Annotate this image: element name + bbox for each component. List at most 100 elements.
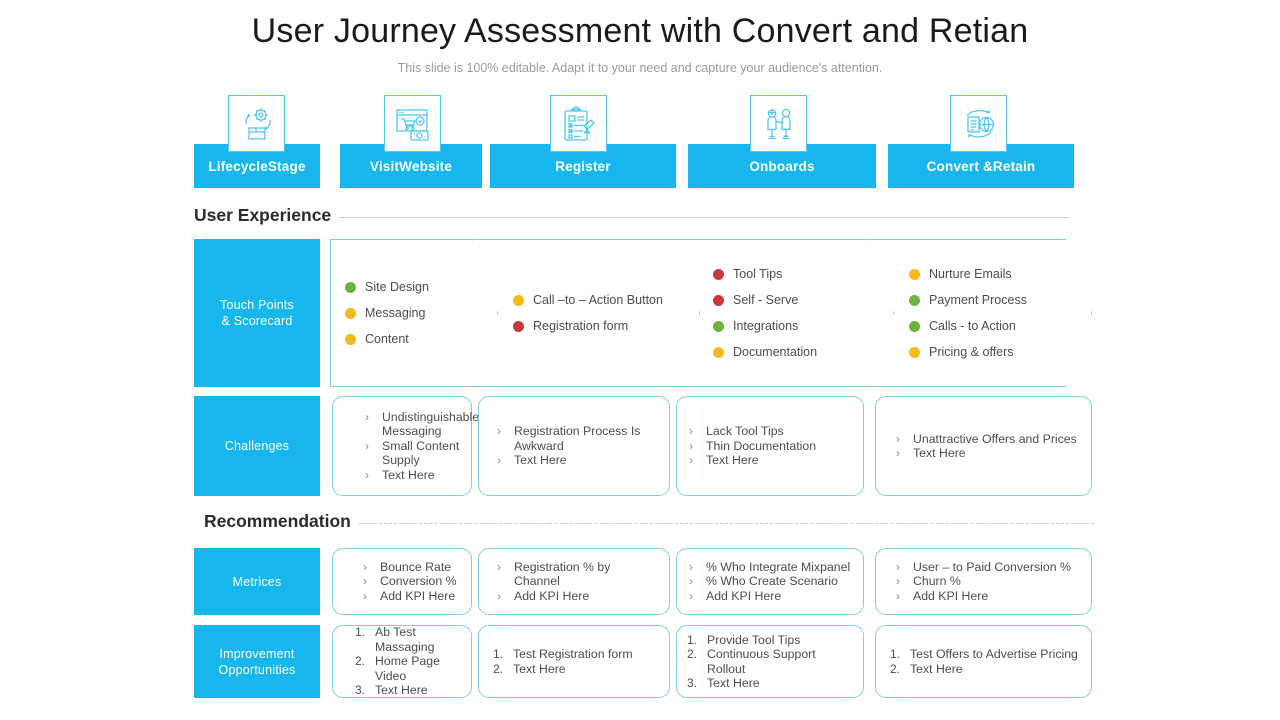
- two-people-onboarding-icon: [750, 95, 807, 152]
- touchpoint-label: Payment Process: [929, 293, 1027, 307]
- chevron-bullet-icon: ›: [689, 453, 693, 468]
- list-item-label: Registration % by Channel: [514, 559, 611, 589]
- metrices-cell[interactable]: ›Bounce Rate›Conversion %›Add KPI Here: [332, 548, 472, 615]
- metrices-cell[interactable]: ›% Who Integrate Mixpanel›% Who Create S…: [676, 548, 864, 615]
- list-item: ›Text Here: [894, 446, 1081, 461]
- list-item: › Bounce Rate: [361, 560, 461, 575]
- list-item-label: Ab Test Massaging: [375, 625, 435, 654]
- challenges-cell[interactable]: ›Undistinguishable Messaging›Small Conte…: [332, 396, 479, 496]
- list-item-label: Add KPI Here: [913, 588, 989, 603]
- row-label-line: Improvement: [219, 646, 295, 661]
- challenges-cells: ›Undistinguishable Messaging›Small Conte…: [330, 396, 1092, 496]
- stage-3[interactable]: Register: [490, 95, 676, 190]
- chevron-bullet-icon: ›: [363, 588, 367, 603]
- list-item-label: Home Page Video: [375, 654, 440, 683]
- list-item: ›User – to Paid Conversion %: [894, 560, 1081, 575]
- chevron-bullet-icon: ›: [689, 559, 693, 574]
- list-item-label: Text Here: [910, 661, 963, 676]
- list-item: ›Add KPI Here: [687, 589, 853, 604]
- list-item: ›Lack Tool Tips: [687, 424, 853, 439]
- touchpoint-item: Registration form: [513, 319, 699, 333]
- list-item: ›Churn %: [894, 574, 1081, 589]
- page-title: User Journey Assessment with Convert and…: [251, 12, 1029, 50]
- row-label-line: Touch Points: [220, 298, 294, 312]
- chevron-bullet-icon: ›: [365, 467, 369, 482]
- touchpoint-label: Tool Tips: [733, 267, 783, 281]
- touchpoint-item: Messaging: [345, 306, 497, 320]
- lifecycle-gear-box-icon: [228, 95, 285, 152]
- list-item: ›Text Here: [363, 468, 461, 483]
- list-item: ›Thin Documentation: [687, 439, 853, 454]
- metrices-cell[interactable]: ›Registration % by Channel›Add KPI Here: [478, 548, 670, 615]
- list-item-label: Text Here: [706, 453, 759, 468]
- status-dot-amber: [345, 308, 356, 319]
- ordered-marker: 2.: [355, 654, 366, 669]
- list-item: › Text Here: [687, 453, 853, 468]
- list-item: ›Undistinguishable Messaging: [363, 410, 479, 439]
- ordered-marker: 1.: [355, 625, 366, 640]
- stage-5[interactable]: Convert &Retain: [888, 95, 1074, 190]
- list-item-label: Test Offers to Advertise Pricing: [910, 647, 1078, 661]
- list-item-label: Conversion %: [380, 574, 457, 589]
- list-item: 2. Text Here: [888, 662, 1081, 677]
- list-item-label: Text Here: [513, 661, 566, 676]
- chevron-bullet-icon: ›: [497, 453, 501, 468]
- status-dot-green: [909, 295, 920, 306]
- challenges-cell[interactable]: ›Registration Process Is Awkward› Text He…: [478, 396, 670, 496]
- chevron-bullet-icon: ›: [896, 559, 900, 574]
- touchpoint-label: Call –to – Action Button: [533, 293, 663, 307]
- list-item-label: Text Here: [707, 676, 760, 690]
- ordered-marker: 2.: [687, 647, 698, 661]
- touchpoint-label: Content: [365, 332, 409, 346]
- list-item: ›Add KPI Here: [495, 589, 659, 604]
- list-item: ›Unattractive Offers and Prices: [894, 432, 1081, 447]
- status-dot-green: [909, 321, 920, 332]
- metrices-cell[interactable]: ›User – to Paid Conversion %›Churn %› Add…: [875, 548, 1092, 615]
- list-item: ›% Who Create Scenario: [687, 574, 853, 589]
- ordered-marker: 2.: [890, 661, 901, 676]
- touchpoint-item: Calls - to Action: [909, 319, 1091, 333]
- list-item: › Text Here: [495, 453, 659, 468]
- list-item-label: Add KPI Here: [514, 588, 590, 603]
- chevron-bullet-icon: ›: [363, 559, 367, 574]
- list-item: ›Registration Process Is Awkward: [495, 424, 659, 453]
- status-dot-amber: [513, 295, 524, 306]
- section-divider: [339, 216, 1070, 218]
- touchpoint-label: Calls - to Action: [929, 319, 1016, 333]
- list-item: ›Conversion %: [361, 574, 461, 589]
- stage-label-line: Visit: [369, 158, 400, 174]
- touchpoint-item: Nurture Emails: [909, 267, 1091, 281]
- list-item-label: Text Here: [514, 453, 567, 468]
- list-item: ›Registration % by Channel: [495, 560, 659, 589]
- list-item-label: Lack Tool Tips: [706, 424, 784, 439]
- row-label-line: Opportunities: [218, 662, 296, 677]
- challenges-cell[interactable]: ›Unattractive Offers and Prices›Text Her…: [875, 396, 1092, 496]
- chevron-bullet-icon: ›: [689, 438, 693, 453]
- chevron-bullet-icon: ›: [896, 431, 900, 446]
- list-item: 2.Text Here: [491, 662, 659, 677]
- status-dot-amber: [713, 347, 724, 358]
- stage-4[interactable]: Onboards: [688, 95, 876, 190]
- status-dot-red: [713, 269, 724, 280]
- ordered-marker: 1.: [687, 632, 698, 647]
- touchpoint-item: Documentation: [713, 345, 893, 359]
- list-item-label: Bounce Rate: [380, 559, 452, 574]
- stage-label-line: Stage: [267, 158, 306, 174]
- list-item: 1.Test Registration form: [491, 647, 659, 662]
- touchpoint-item: Content: [345, 332, 497, 346]
- challenges-cell[interactable]: ›Lack Tool Tips›Thin Documentation›Text …: [676, 396, 864, 496]
